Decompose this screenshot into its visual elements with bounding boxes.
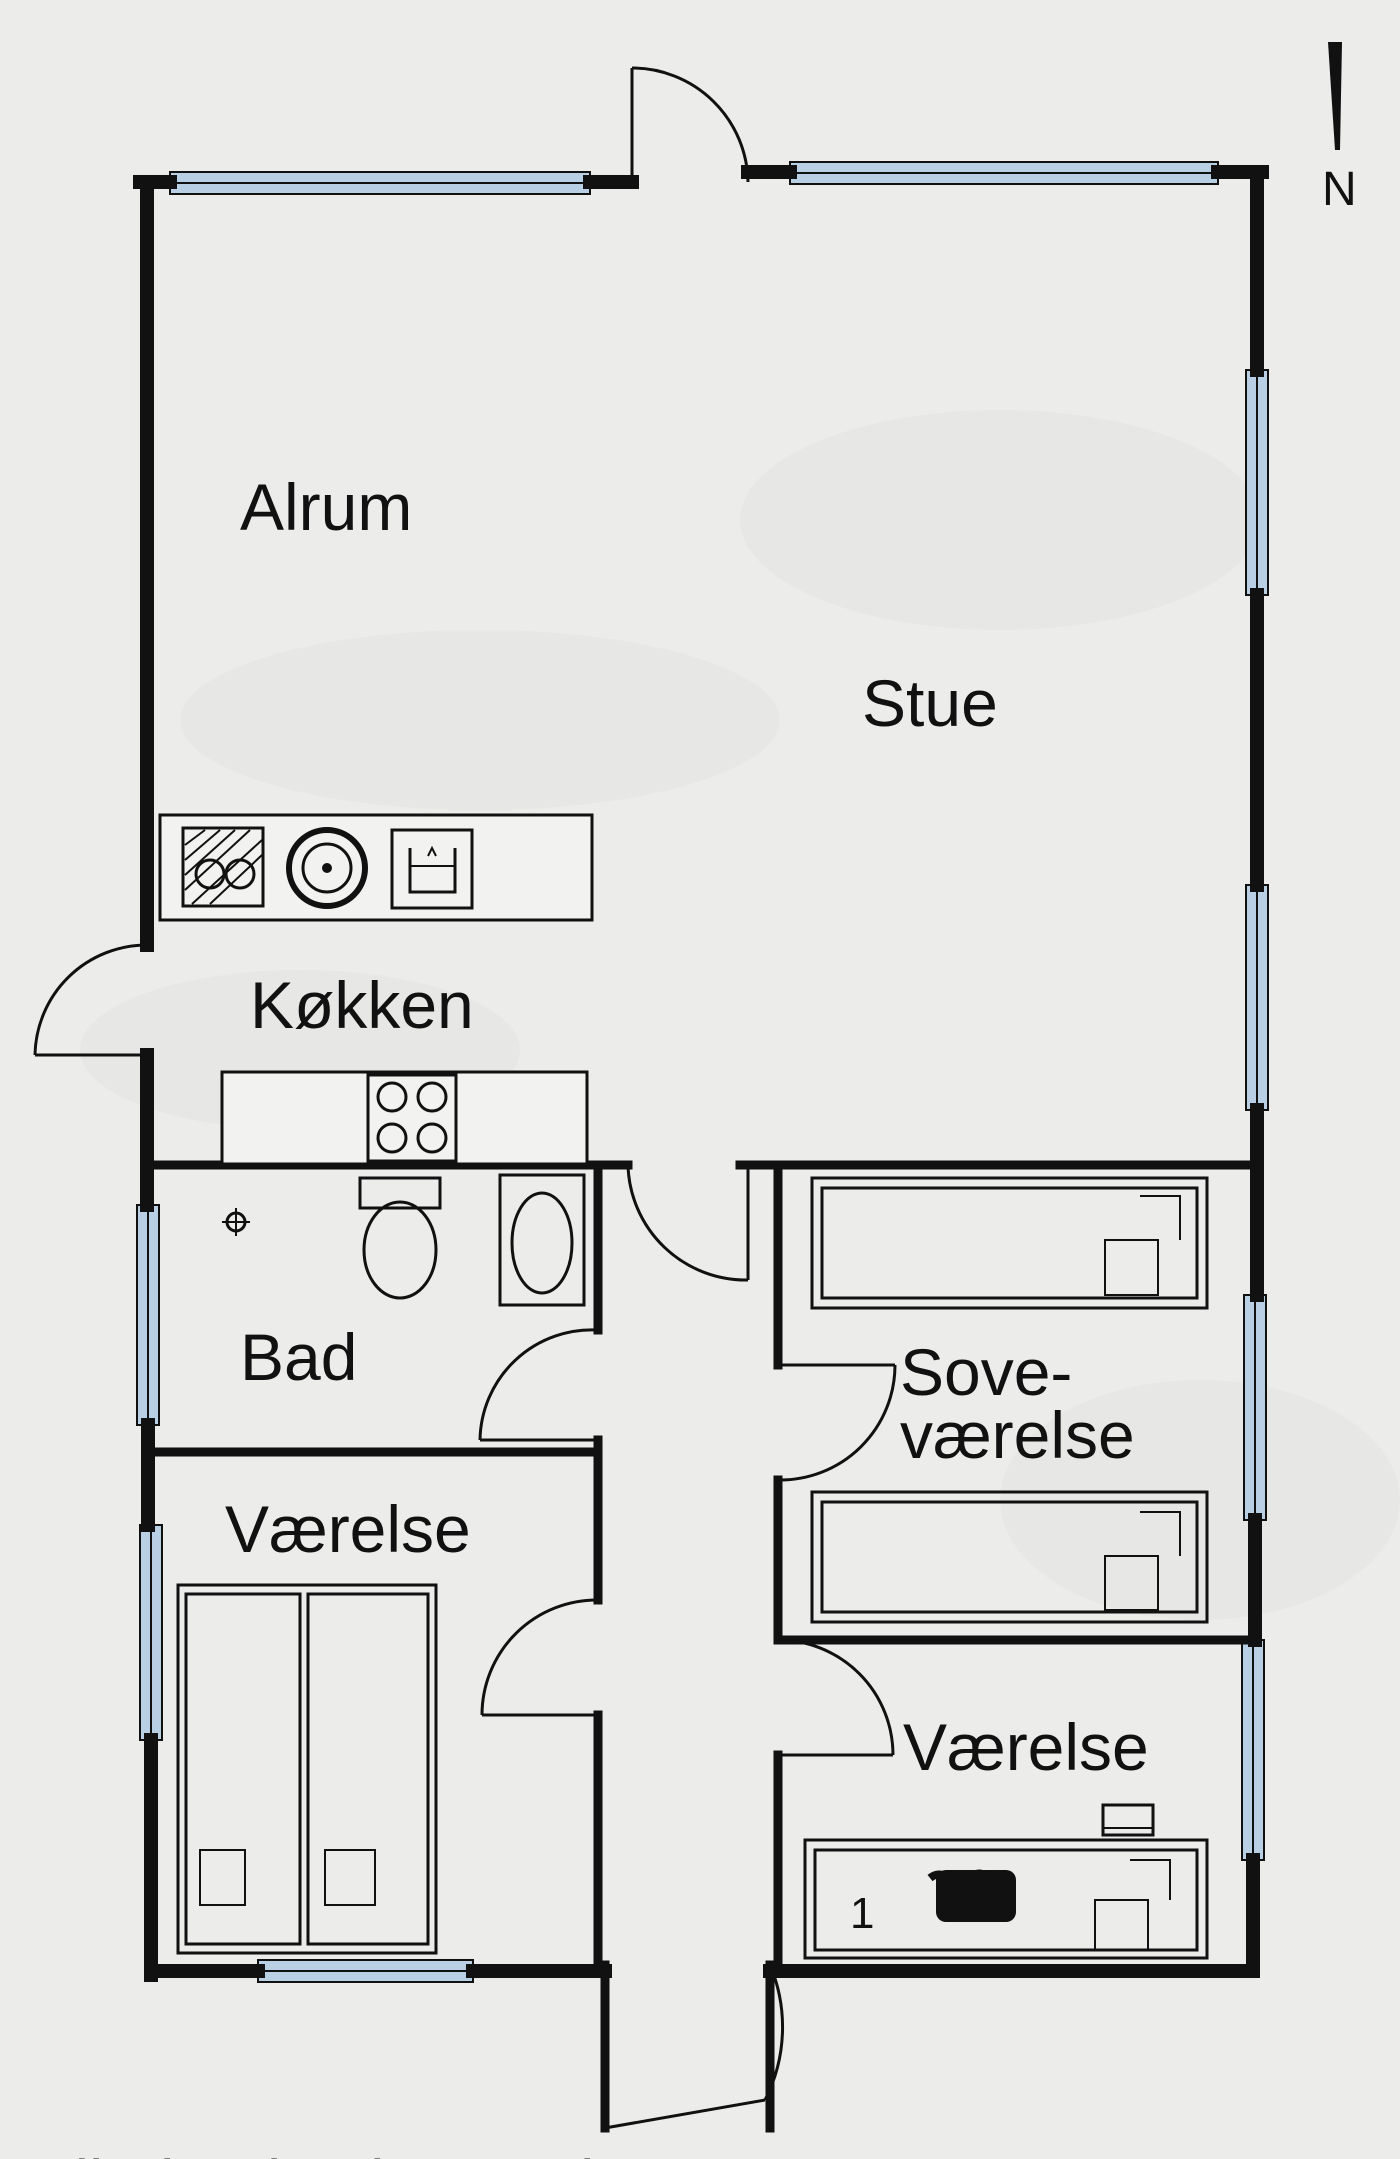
door-front-north[interactable]	[630, 66, 750, 183]
window-east-3	[1243, 1294, 1267, 1521]
dish-rack-icon	[181, 826, 265, 908]
bathroom-fixtures	[222, 1173, 586, 1307]
doors	[33, 66, 897, 2130]
room-label-sovevaerelse-1: Sove-	[900, 1335, 1072, 1409]
sovevaerelse-beds	[810, 1176, 1209, 1624]
door-vaerelse-west[interactable]	[480, 1598, 599, 1717]
floor-drain-icon	[222, 1208, 250, 1236]
window-north-east	[789, 161, 1219, 185]
west-vaerelse-beds	[176, 1583, 438, 1955]
window-east-2	[1245, 884, 1269, 1111]
window-north-west	[169, 171, 591, 195]
north-label: N	[1322, 163, 1357, 216]
window-east-1	[1245, 369, 1269, 596]
kitchen-counter-lower	[220, 1070, 589, 1166]
paper-texture	[80, 410, 1400, 1620]
room-label-alrum: Alrum	[240, 470, 412, 544]
room-label-vaerelse-west: Værelse	[225, 1492, 471, 1566]
nightstand-icon	[1101, 1803, 1155, 1837]
sink-icon	[286, 827, 368, 909]
kitchen-counter-upper	[158, 813, 594, 922]
window-west-vaerelse	[139, 1524, 163, 1741]
washbasin-bath-icon	[498, 1173, 586, 1307]
door-vaerelse-east[interactable]	[777, 1638, 895, 1757]
room-label-kokken: Køkken	[250, 968, 474, 1042]
door-south-entry[interactable]	[604, 1964, 785, 2130]
door-kitchen-west[interactable]	[33, 943, 148, 1057]
door-sovevaerelse[interactable]	[777, 1363, 897, 1482]
door-hall[interactable]	[626, 1164, 750, 1282]
washbasin-icon	[390, 828, 474, 910]
bed-number-label: 1	[850, 1889, 874, 1938]
north-arrow-icon: N	[1322, 42, 1357, 216]
room-label-bad: Bad	[240, 1320, 357, 1394]
room-label-stue: Stue	[862, 666, 998, 740]
window-east-4	[1241, 1639, 1265, 1861]
caption-partial: Vejledende plantegning	[0, 2147, 666, 2159]
stove-icon	[366, 1073, 458, 1163]
window-south	[257, 1959, 474, 1983]
room-labels: Alrum Stue Køkken Bad Værelse Sove- være…	[225, 470, 1149, 1784]
room-label-vaerelse-east: Værelse	[903, 1710, 1149, 1784]
scribble-mark	[927, 1869, 1016, 1922]
east-vaerelse-furniture	[803, 1803, 1209, 1960]
window-west-bad	[136, 1204, 160, 1426]
caption-area: Vejledende plantegning	[0, 2147, 666, 2159]
toilet-icon	[358, 1176, 442, 1300]
exterior-walls	[133, 165, 1269, 2133]
room-label-sovevaerelse-2: værelse	[900, 1398, 1135, 1472]
door-bad[interactable]	[478, 1328, 599, 1442]
